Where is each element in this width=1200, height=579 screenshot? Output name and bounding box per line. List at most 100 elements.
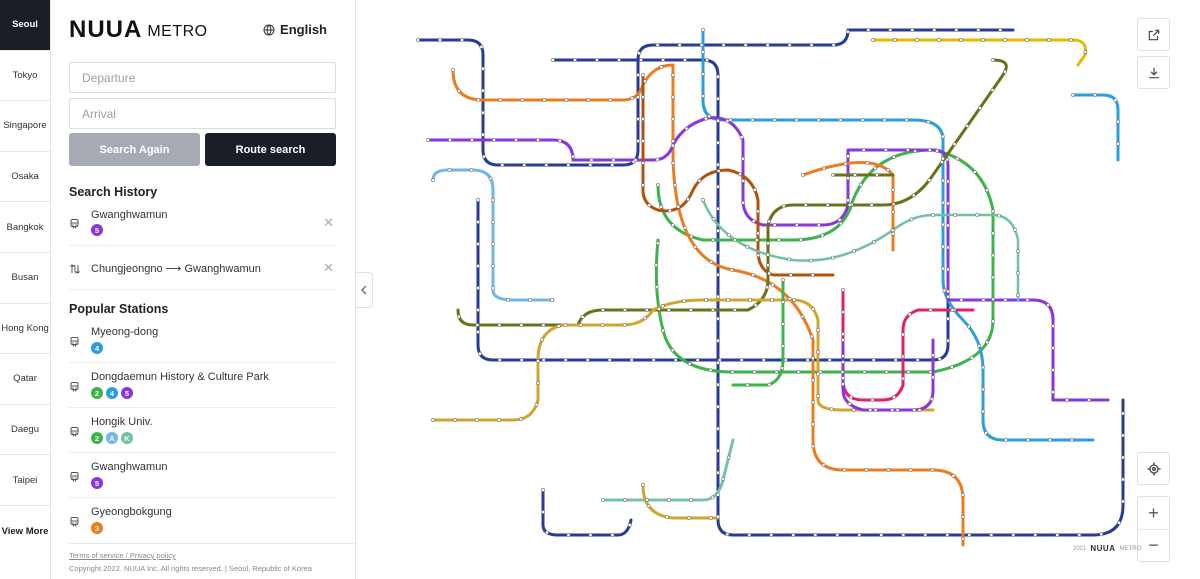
station-marker[interactable] (975, 213, 980, 217)
station-marker[interactable] (564, 98, 569, 102)
station-marker[interactable] (716, 184, 720, 189)
station-marker[interactable] (426, 138, 430, 142)
station-marker[interactable] (811, 307, 816, 312)
station-marker[interactable] (431, 178, 435, 182)
station-marker[interactable] (901, 354, 905, 359)
station-marker[interactable] (811, 444, 816, 449)
station-marker[interactable] (646, 503, 651, 508)
station-marker[interactable] (886, 168, 890, 172)
station-marker[interactable] (541, 488, 545, 492)
station-marker[interactable] (997, 213, 1001, 218)
station-marker[interactable] (741, 200, 746, 205)
station-marker[interactable] (676, 204, 681, 209)
station-marker[interactable] (794, 223, 799, 227)
station-marker[interactable] (641, 161, 645, 165)
station-marker[interactable] (707, 114, 712, 119)
station-marker[interactable] (772, 118, 777, 122)
station-marker[interactable] (1047, 38, 1051, 42)
station-marker[interactable] (927, 148, 932, 152)
station-marker[interactable] (794, 118, 799, 122)
station-marker[interactable] (636, 139, 640, 143)
station-marker[interactable] (451, 68, 455, 72)
station-marker[interactable] (845, 29, 850, 34)
station-marker[interactable] (852, 249, 856, 254)
station-marker[interactable] (822, 166, 826, 171)
station-marker[interactable] (748, 298, 753, 302)
station-marker[interactable] (798, 237, 803, 242)
station-marker[interactable] (783, 358, 788, 362)
station-marker[interactable] (729, 267, 734, 272)
station-marker[interactable] (637, 51, 641, 56)
station-marker[interactable] (981, 409, 985, 414)
station-marker[interactable] (811, 356, 815, 361)
station-marker[interactable] (873, 408, 878, 412)
station-marker[interactable] (563, 323, 568, 327)
station-marker[interactable] (709, 259, 714, 264)
station-marker[interactable] (984, 188, 989, 193)
station-marker[interactable] (716, 162, 720, 167)
station-marker[interactable] (578, 323, 583, 327)
station-marker[interactable] (482, 154, 486, 159)
station-marker[interactable] (580, 315, 585, 319)
station-marker[interactable] (846, 176, 850, 181)
station-marker[interactable] (536, 381, 540, 385)
station-marker[interactable] (457, 88, 461, 93)
station-marker[interactable] (481, 88, 485, 93)
city-tab-busan[interactable]: Busan (0, 253, 50, 304)
station-marker[interactable] (491, 264, 495, 269)
station-marker[interactable] (726, 298, 731, 302)
station-marker[interactable] (600, 308, 605, 312)
station-marker[interactable] (865, 160, 870, 165)
station-marker[interactable] (610, 533, 615, 537)
station-marker[interactable] (697, 178, 702, 183)
station-marker[interactable] (770, 282, 775, 287)
station-marker[interactable] (1046, 303, 1051, 308)
station-marker[interactable] (732, 238, 737, 242)
station-marker[interactable] (519, 358, 524, 362)
remove-history-icon[interactable]: ✕ (323, 215, 334, 230)
station-marker[interactable] (672, 183, 677, 187)
station-marker[interactable] (541, 358, 546, 362)
station-marker[interactable] (595, 58, 599, 62)
station-marker[interactable] (1003, 298, 1008, 302)
station-marker[interactable] (721, 476, 726, 481)
station-marker[interactable] (981, 298, 986, 302)
station-marker[interactable] (716, 426, 720, 431)
station-marker[interactable] (816, 118, 821, 122)
station-marker[interactable] (730, 370, 735, 374)
station-marker[interactable] (667, 208, 672, 213)
station-marker[interactable] (754, 238, 759, 242)
station-marker[interactable] (800, 314, 805, 319)
station-marker[interactable] (886, 468, 891, 472)
station-marker[interactable] (689, 234, 694, 239)
station-marker[interactable] (541, 323, 546, 327)
station-marker[interactable] (491, 220, 495, 225)
station-marker[interactable] (1065, 398, 1069, 402)
station-marker[interactable] (636, 73, 640, 77)
station-marker[interactable] (893, 38, 897, 42)
station-marker[interactable] (514, 138, 518, 142)
station-marker[interactable] (1016, 249, 1020, 254)
station-marker[interactable] (991, 209, 995, 214)
station-marker[interactable] (497, 358, 502, 362)
station-marker[interactable] (890, 228, 895, 233)
station-marker[interactable] (693, 245, 698, 249)
station-marker[interactable] (479, 45, 484, 49)
station-marker[interactable] (670, 143, 675, 148)
station-marker[interactable] (741, 178, 745, 183)
station-marker[interactable] (636, 117, 640, 121)
station-marker[interactable] (892, 395, 896, 400)
station-marker[interactable] (563, 358, 568, 362)
station-marker[interactable] (716, 74, 720, 79)
station-marker[interactable] (476, 220, 480, 224)
station-marker[interactable] (667, 498, 671, 502)
station-marker[interactable] (671, 139, 675, 144)
station-marker[interactable] (1011, 533, 1016, 537)
station-marker[interactable] (816, 372, 820, 377)
station-marker[interactable] (891, 209, 895, 214)
station-marker[interactable] (842, 468, 847, 472)
station-marker[interactable] (820, 233, 825, 238)
station-marker[interactable] (518, 417, 523, 422)
station-marker[interactable] (831, 173, 835, 177)
